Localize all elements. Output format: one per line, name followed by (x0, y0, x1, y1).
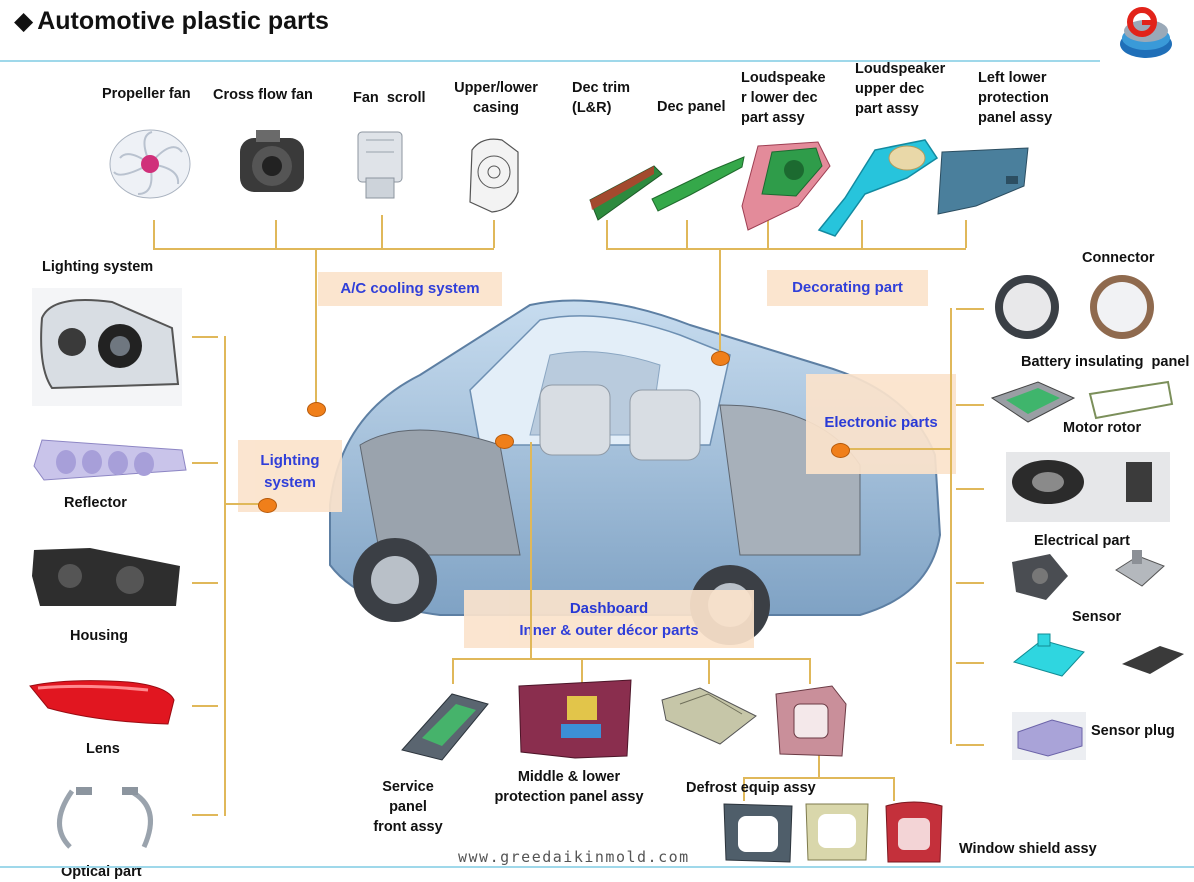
optical-part-icon (52, 785, 172, 851)
battery-panel-icon (988, 374, 1078, 430)
lens-label: Lens (86, 741, 120, 757)
car-icon (300, 295, 950, 655)
electrical-part-label: Electrical part (1034, 533, 1130, 549)
housing-icon (30, 546, 184, 612)
ac-dot (307, 402, 326, 417)
electronic-parts-label: Electronic parts (806, 374, 956, 474)
motor-rotor-label: Motor rotor (1063, 420, 1142, 436)
casing-icon (462, 132, 526, 216)
window-shield-label: Window shield assy (959, 841, 1097, 857)
optical-part-label: Optical part (61, 864, 142, 880)
defrost-icon (660, 686, 760, 748)
lighting-bracket (224, 336, 226, 816)
casing-label: Upper/lower casing (454, 80, 538, 116)
sensor-label: Sensor (1072, 609, 1122, 625)
decorating-part-label: Decorating part (767, 270, 928, 306)
website-url: www.greedaikinmold.com (458, 848, 690, 866)
service-panel-label: Service panel front assy (373, 779, 443, 835)
defrost-icon-2 (772, 684, 848, 758)
electronic-bracket (950, 308, 952, 744)
battery-frame-icon (1088, 380, 1174, 420)
lighting-system-label: Lighting system (238, 440, 342, 512)
defrost-label: Defrost equip assy (686, 780, 816, 796)
reflector-label: Reflector (64, 495, 127, 511)
loudspeaker-lower-icon (738, 136, 834, 232)
logo-icon (1112, 4, 1176, 66)
connector-ring-icon (993, 273, 1061, 341)
page-title: ◆Automotive plastic parts (14, 7, 329, 35)
service-panel-icon (392, 690, 492, 762)
fan-scroll-icon (352, 128, 410, 202)
decor-dot (711, 351, 730, 366)
fan-scroll-label: Fan scroll (353, 90, 426, 106)
lighting-system-part-label: Lighting system (42, 259, 154, 275)
lens-icon (28, 678, 176, 726)
window-shield-icon-2 (802, 800, 872, 862)
electronic-dot (831, 443, 850, 458)
footer-divider (0, 866, 1194, 868)
lighting-dot (258, 498, 277, 513)
blower-icon (236, 128, 310, 198)
headlamp-icon (32, 288, 182, 406)
ac-bracket (153, 248, 494, 250)
sensor-icon-2 (1120, 640, 1186, 676)
sensor-icon (1012, 632, 1088, 678)
loudspeaker-upper-label: Loudspeaker upper dec part assy (855, 61, 946, 117)
middle-panel-icon (515, 678, 635, 760)
dashboard-label: Dashboard Inner & outer décor parts (464, 590, 754, 648)
propeller-fan-icon (108, 128, 192, 200)
connector-label: Connector (1082, 250, 1155, 266)
ac-cooling-label: A/C cooling system (318, 272, 502, 306)
dec-panel-label: Dec panel (657, 99, 726, 115)
connector-ring-icon-2 (1088, 273, 1156, 341)
dec-trim-icon (588, 160, 664, 224)
left-lower-panel-icon (936, 146, 1032, 216)
cross-flow-fan-label: Cross flow fan (213, 87, 313, 103)
loudspeaker-lower-label: Loudspeake r lower dec part assy (741, 70, 826, 126)
dashboard-bracket (452, 658, 810, 660)
dec-trim-label: Dec trim (L&R) (572, 80, 631, 116)
reflector-icon (32, 436, 188, 482)
header-divider (0, 60, 1100, 62)
left-lower-panel-label: Left lower protection panel assy (978, 70, 1053, 126)
loudspeaker-upper-icon (815, 138, 939, 238)
sensor-plug-icon (1012, 712, 1086, 760)
propeller-fan-label: Propeller fan (102, 86, 191, 102)
window-shield-icon (720, 800, 796, 864)
electrical-part-icon (1006, 552, 1072, 602)
motor-rotor-icon (1006, 452, 1170, 522)
dashboard-dot (495, 434, 514, 449)
decor-bracket (606, 248, 966, 250)
sensor-plug-label: Sensor plug (1091, 723, 1175, 739)
window-shield-icon-3 (882, 800, 946, 864)
dec-panel-icon (650, 155, 746, 213)
housing-label: Housing (70, 628, 128, 644)
electrical-part-icon-2 (1112, 550, 1168, 590)
middle-panel-label: Middle & lower protection panel assy (494, 769, 644, 805)
battery-panel-label: Battery insulating panel (1021, 354, 1190, 370)
